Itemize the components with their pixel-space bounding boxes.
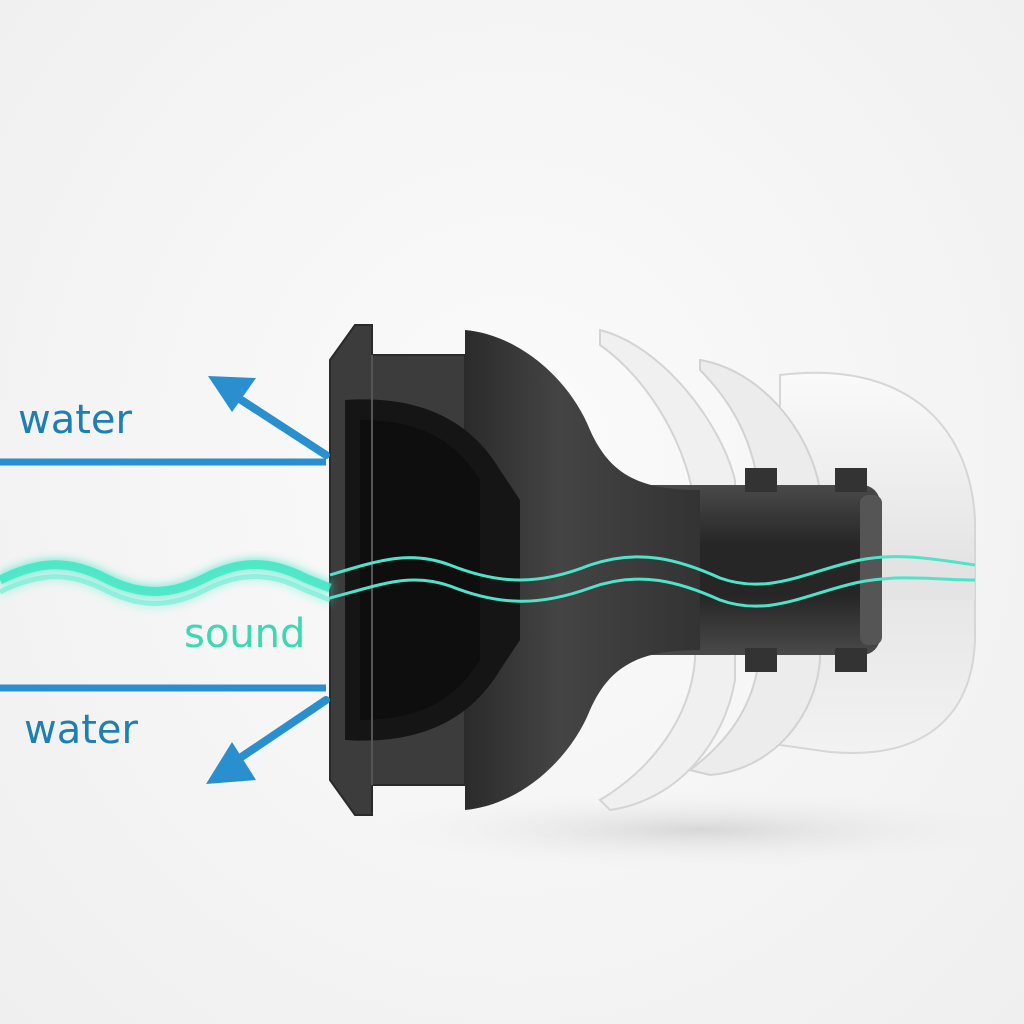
earplug-body	[329, 324, 700, 816]
arrow-up-left-icon	[208, 376, 256, 412]
water-label-top: water	[18, 397, 132, 443]
water-top-flow	[0, 376, 330, 466]
arrow-down-left-icon	[206, 742, 256, 784]
sound-wave	[0, 555, 976, 608]
floor-shadow	[360, 790, 1024, 870]
water-bottom-flow	[0, 684, 330, 784]
sound-label: sound	[184, 611, 306, 657]
water-label-bottom: water	[24, 707, 138, 753]
